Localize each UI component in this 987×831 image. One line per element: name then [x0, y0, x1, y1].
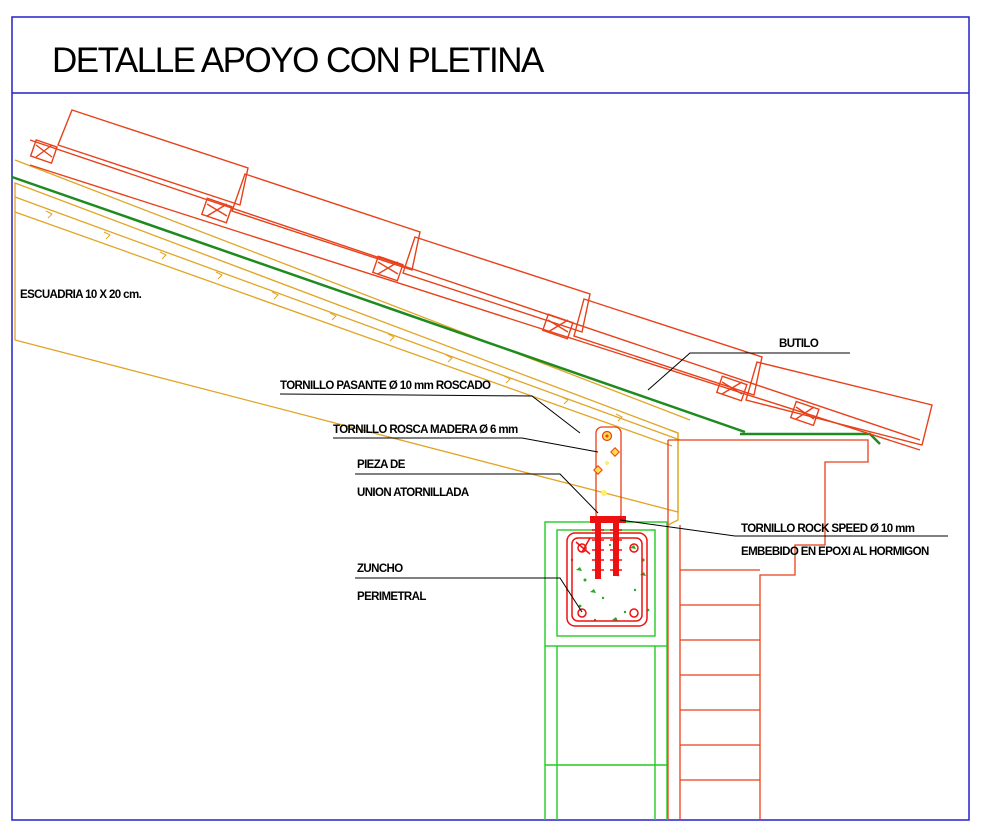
aggregate-chip	[630, 545, 636, 549]
aggregate-chip	[590, 589, 596, 593]
label-escuadria: ESCUADRIA 10 X 20 cm.	[20, 289, 142, 301]
rafter-top-line-3	[14, 211, 673, 447]
leader-tornillo-pasante	[279, 393, 581, 434]
rafter-end-cut	[667, 429, 679, 526]
steel-plate	[595, 426, 622, 521]
batten	[200, 197, 233, 224]
batten-cross	[206, 203, 228, 217]
tick	[329, 312, 337, 321]
anchor-thread	[592, 529, 622, 571]
tick	[503, 375, 511, 384]
batten-cross	[377, 261, 399, 275]
batten-cross	[721, 381, 743, 395]
leader-pieza-union	[355, 473, 599, 514]
batten	[789, 400, 820, 427]
rebar-bar	[629, 608, 639, 618]
aggregate-dot	[578, 604, 582, 608]
batten-cross	[547, 319, 569, 333]
roof-tiles	[29, 109, 933, 451]
tile-batten-line	[29, 139, 921, 441]
aggregate-dot	[608, 543, 612, 547]
aggregate-dot	[623, 610, 627, 614]
label-union-atornillada: UNION ATORNILLADA	[357, 487, 469, 499]
tick	[271, 291, 279, 300]
steel-plate-assembly	[590, 426, 626, 579]
tick	[103, 231, 111, 240]
rafter	[14, 159, 691, 526]
drawing-title: DETALLE APOYO CON PLETINA	[52, 41, 545, 80]
aggregate-chip	[640, 572, 646, 576]
wood-screw	[610, 447, 620, 457]
stirrup-outer	[566, 532, 648, 627]
tick	[215, 271, 223, 280]
batten	[29, 138, 58, 164]
leader-tornillo-rosca	[333, 437, 599, 453]
plate-base	[590, 516, 626, 523]
aggregate-dot	[601, 596, 605, 600]
leader-lines	[279, 352, 948, 613]
aggregate-chip	[612, 617, 618, 621]
wood-screw	[605, 461, 609, 465]
rafter-top-line-1	[14, 159, 691, 421]
aggregate-dot	[633, 588, 637, 592]
label-pieza-de: PIEZA DE	[357, 459, 406, 471]
membrane-flashing	[740, 432, 881, 445]
batten-cross	[35, 144, 53, 158]
label-tornillo-pasante: TORNILLO PASANTE Ø 10 mm ROSCADO	[280, 380, 491, 392]
batten	[371, 255, 404, 282]
stirrup-inner	[571, 537, 643, 622]
wood-screw	[593, 465, 603, 475]
through-bolt-center	[605, 434, 609, 438]
eave-wall	[667, 439, 869, 820]
rebar-cage	[566, 532, 648, 627]
drawing-frame: DETALLE APOYO CON PLETINA	[11, 16, 970, 821]
label-tornillo-rock-speed: TORNILLO ROCK SPEED Ø 10 mm	[741, 523, 915, 535]
butilo-membrane	[11, 175, 881, 445]
tick	[561, 396, 569, 405]
roof-tile	[573, 298, 763, 396]
tick	[387, 333, 395, 342]
roof-tile	[57, 109, 249, 206]
aggregate-dot	[583, 578, 587, 582]
rebar-bar	[629, 543, 639, 553]
tile-batten-line	[29, 164, 921, 451]
rebar-bar	[577, 608, 587, 618]
rafter-top-line-2	[14, 196, 681, 441]
tick	[45, 210, 53, 219]
aggregate-chip	[576, 567, 582, 571]
batten	[715, 375, 748, 402]
rafter-body	[14, 182, 679, 513]
wood-screw	[601, 490, 607, 496]
roof-tile	[231, 173, 421, 271]
tick	[159, 251, 167, 260]
label-zuncho: ZUNCHO	[357, 563, 403, 575]
zuncho-inner	[556, 529, 656, 637]
rock-speed-anchor	[613, 521, 619, 576]
stirrup-hook	[575, 537, 591, 555]
leader-butilo	[647, 352, 850, 391]
tick	[445, 354, 453, 363]
leader-zuncho	[355, 577, 583, 613]
batten	[541, 313, 574, 340]
labels: ESCUADRIA 10 X 20 cm. BUTILO TORNILLO PA…	[20, 289, 930, 603]
label-butilo: BUTILO	[779, 338, 819, 350]
roof-tile	[745, 361, 933, 446]
outer-border	[11, 16, 970, 821]
concrete-zuncho	[544, 521, 668, 820]
label-embebido: EMBEBIDO EN EPOXI AL HORMIGON	[741, 546, 929, 558]
tick	[615, 413, 623, 422]
eave-profile	[668, 439, 869, 820]
batten-cross	[795, 406, 815, 420]
label-perimetral: PERIMETRAL	[357, 591, 426, 603]
membrane-line	[11, 175, 746, 434]
leader-rock-speed	[619, 519, 948, 537]
roof-tile	[402, 236, 591, 333]
rafter-ticks	[45, 210, 623, 422]
label-tornillo-rosca-madera: TORNILLO ROSCA MADERA Ø 6 mm	[333, 424, 518, 436]
